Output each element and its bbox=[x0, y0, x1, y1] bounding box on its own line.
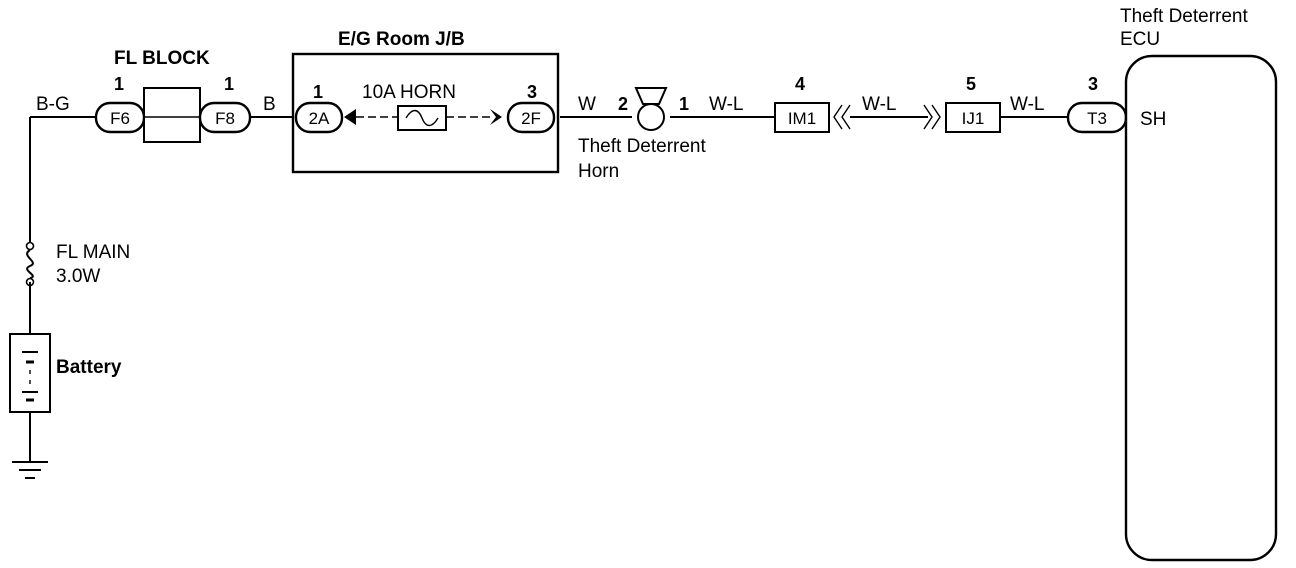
ecu-pin: 3 bbox=[1088, 74, 1098, 94]
im1-pin: 4 bbox=[795, 74, 805, 94]
connector-f8-shape bbox=[198, 101, 252, 134]
fl-block-pin-left: 1 bbox=[114, 74, 124, 94]
connector-2f-arrow bbox=[490, 109, 502, 125]
connector-f6: F6 bbox=[110, 109, 130, 128]
connector-2f-shape bbox=[506, 101, 556, 134]
connector-2f: 2F bbox=[521, 109, 541, 128]
connector-f8: F8 bbox=[215, 109, 235, 128]
jb-title: E/G Room J/B bbox=[338, 29, 465, 50]
connector-t3: T3 bbox=[1087, 109, 1107, 128]
fl-block-title: FL BLOCK bbox=[114, 48, 210, 69]
im1-junction-chevrons bbox=[833, 104, 851, 130]
connector-ij1: IJ1 bbox=[962, 109, 985, 128]
connector-2a-arrow bbox=[344, 109, 356, 125]
ecu-label-line1: Theft Deterrent bbox=[1120, 6, 1248, 27]
jb-fuse-element bbox=[405, 109, 439, 127]
connector-im1-shape bbox=[774, 102, 830, 133]
ij1-pin: 5 bbox=[966, 74, 976, 94]
horn-icon-body bbox=[637, 103, 665, 131]
jb-fuse-label: 10A HORN bbox=[362, 82, 456, 103]
connector-ij1-shape bbox=[945, 102, 1001, 133]
fusible-link-icon bbox=[26, 249, 34, 279]
connector-2a: 2A bbox=[309, 109, 330, 128]
ground-icon bbox=[12, 461, 48, 479]
fl-main-bottom-terminal bbox=[25, 277, 35, 287]
wire-label-wl-2: W-L bbox=[862, 94, 896, 115]
wire-label-wl-3: W-L bbox=[1010, 94, 1044, 115]
wire-segments bbox=[29, 116, 1130, 461]
battery-label: Battery bbox=[56, 357, 122, 378]
ecu-label-line2: ECU bbox=[1120, 29, 1160, 50]
horn-pin-out: 1 bbox=[679, 94, 689, 114]
jb-pin-out: 3 bbox=[527, 82, 537, 102]
horn-pin-in: 2 bbox=[618, 94, 628, 114]
wire-label-w: W bbox=[578, 94, 596, 115]
fl-block-fuse-box bbox=[143, 87, 201, 143]
fl-main-label-line1: FL MAIN bbox=[56, 242, 130, 263]
ecu-terminal-sh: SH bbox=[1140, 109, 1166, 130]
wire-label-wl-1: W-L bbox=[709, 94, 743, 115]
horn-icon bbox=[634, 87, 668, 105]
battery-icon bbox=[22, 351, 38, 402]
fl-block-pin-right: 1 bbox=[224, 74, 234, 94]
fl-main-label-line2: 3.0W bbox=[56, 266, 100, 287]
connector-im1: IM1 bbox=[788, 109, 816, 128]
horn-label-line1: Theft Deterrent bbox=[578, 136, 706, 157]
ij1-junction-chevrons bbox=[923, 104, 941, 130]
ecu-box bbox=[1124, 54, 1278, 562]
wire-label-b: B bbox=[263, 94, 276, 115]
connector-2a-shape bbox=[294, 101, 344, 134]
wire-label-bg: B-G bbox=[36, 94, 70, 115]
fl-main-top-terminal bbox=[25, 241, 35, 251]
jb-pin-in: 1 bbox=[313, 82, 323, 102]
horn-label-line2: Horn bbox=[578, 161, 619, 182]
